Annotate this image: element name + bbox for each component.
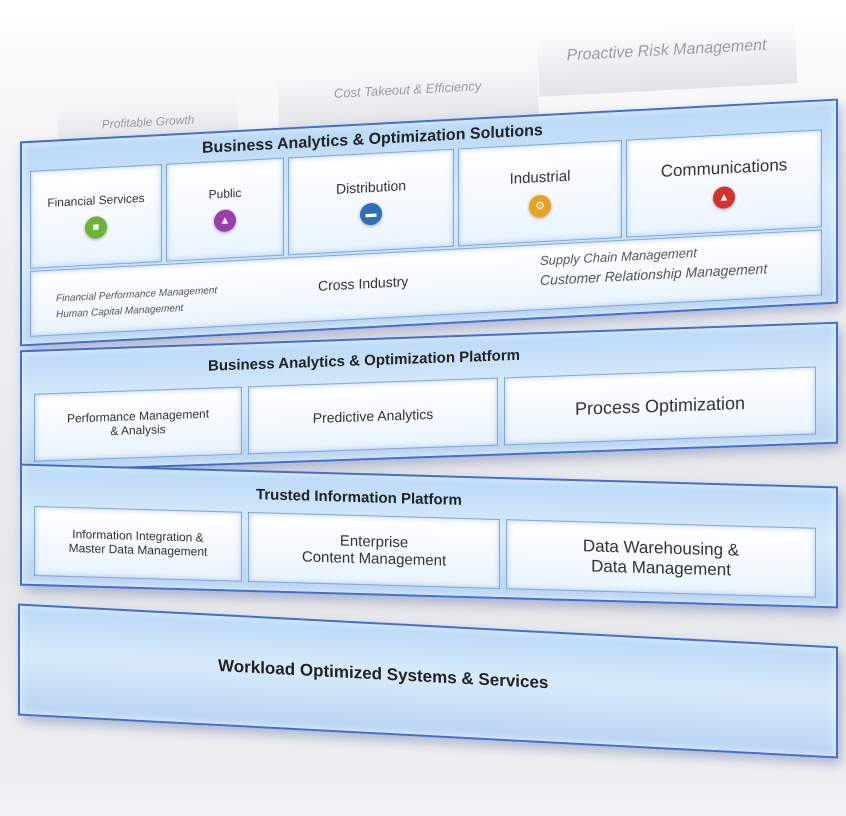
trusted-data-warehousing[interactable]: Data Warehousing & Data Management [506, 519, 816, 598]
goal-label: Profitable Growth [101, 112, 195, 132]
box-line: & Analysis [110, 422, 166, 439]
goal-label: Cost Takeout & Efficiency [333, 78, 482, 101]
industry-distribution[interactable]: Distribution ▬ [288, 148, 454, 256]
box-line: Predictive Analytics [312, 405, 434, 427]
platform-predictive-analytics[interactable]: Predictive Analytics [248, 377, 498, 455]
communications-icon: ▲ [713, 185, 735, 209]
box-line: Enterprise [339, 532, 409, 552]
industry-financial-services[interactable]: Financial Services ■ [30, 163, 162, 269]
industrial-icon: ⚙ [529, 194, 551, 218]
public-icon: ▲ [214, 209, 236, 233]
financial-icon: ■ [85, 215, 107, 239]
trusted-title: Trusted Information Platform [256, 486, 462, 509]
solutions-layer: Business Analytics & Optimization Soluti… [20, 98, 838, 347]
platform-title: Business Analytics & Optimization Platfo… [208, 346, 521, 375]
industry-communications[interactable]: Communications ▲ [626, 129, 822, 238]
distribution-icon: ▬ [360, 202, 382, 226]
industry-label: Communications [660, 155, 788, 182]
industry-label: Distribution [335, 177, 407, 197]
industry-industrial[interactable]: Industrial ⚙ [458, 139, 622, 247]
box-line: Process Optimization [574, 392, 746, 419]
trusted-information-integration[interactable]: Information Integration & Master Data Ma… [34, 505, 242, 582]
box-line: Master Data Management [68, 540, 208, 559]
platform-performance-management[interactable]: Performance Management & Analysis [34, 386, 242, 462]
platform-process-optimization[interactable]: Process Optimization [504, 366, 816, 446]
trusted-enterprise-content[interactable]: Enterprise Content Management [248, 511, 500, 589]
industry-public[interactable]: Public ▲ [166, 157, 284, 262]
workload-title: Workload Optimized Systems & Services [218, 655, 549, 693]
box-line: Content Management [301, 548, 447, 570]
industry-label: Public [208, 185, 242, 202]
trusted-layer: Trusted Information Platform Information… [20, 463, 838, 609]
goal-label: Proactive Risk Management [566, 36, 767, 65]
industry-label: Industrial [509, 167, 571, 189]
industry-label: Financial Services [47, 190, 145, 211]
box-line: Data Management [591, 556, 731, 580]
